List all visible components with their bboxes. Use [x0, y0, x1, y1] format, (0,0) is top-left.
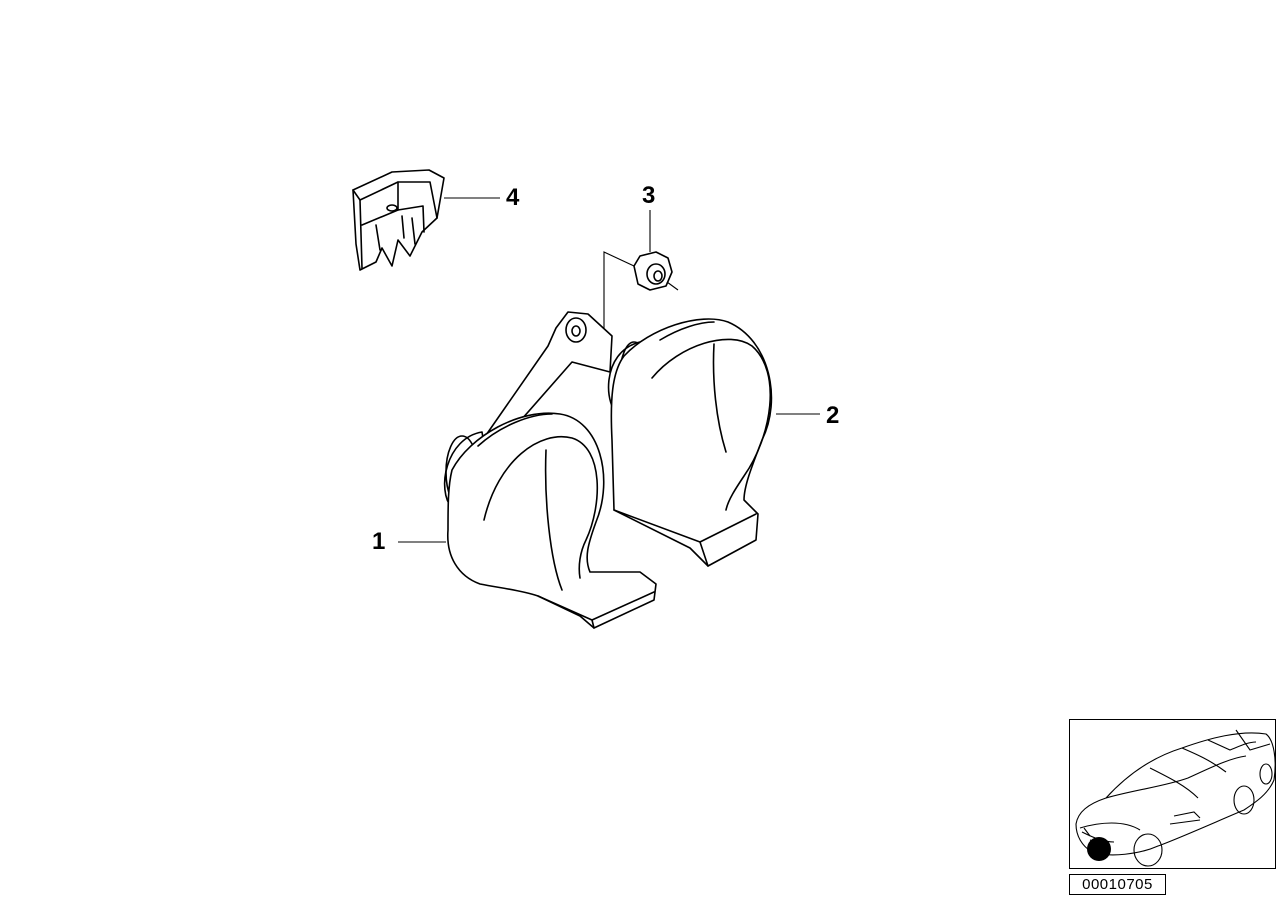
diagram-number: 00010705: [1069, 874, 1166, 895]
vehicle-locator-thumbnail: [1069, 719, 1276, 869]
locator-dot-icon: [1087, 837, 1111, 861]
callout-label-3: 3: [642, 182, 656, 209]
nut-assembly-line: [603, 251, 635, 345]
callout-label-2: 2: [826, 402, 840, 429]
bracket-part-4[interactable]: [352, 169, 445, 271]
horn-part-2[interactable]: [607, 318, 773, 567]
callout-label-4: 4: [506, 184, 520, 211]
callout-label-1: 1: [372, 528, 386, 555]
nut-part-3[interactable]: [633, 251, 679, 291]
car-outline-icon: [1075, 729, 1275, 867]
mounting-strap: [483, 311, 613, 445]
horn-part-1[interactable]: [443, 412, 657, 629]
